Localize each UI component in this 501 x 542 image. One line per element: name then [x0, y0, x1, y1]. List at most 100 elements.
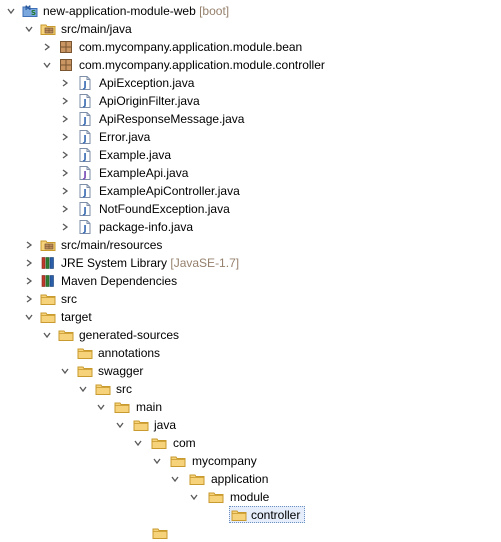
- chevron-down-icon[interactable]: [43, 61, 51, 69]
- library-icon: [40, 255, 56, 271]
- tree-item-package-bean[interactable]: com.mycompany.application.module.bean: [0, 38, 501, 56]
- java-interface-file-icon: [77, 165, 93, 181]
- tree-item-java-file[interactable]: ApiOriginFilter.java: [0, 92, 501, 110]
- chevron-down-icon[interactable]: [97, 403, 105, 411]
- jre-label: JRE System Library: [61, 256, 168, 270]
- tree-item-annotations[interactable]: annotations: [0, 344, 501, 362]
- package-icon: [58, 57, 74, 73]
- chevron-right-icon[interactable]: [25, 295, 33, 303]
- chevron-right-icon[interactable]: [61, 115, 69, 123]
- chevron-down-icon[interactable]: [190, 493, 198, 501]
- chevron-right-icon[interactable]: [61, 187, 69, 195]
- tree-item-label: ApiResponseMessage.java: [99, 112, 245, 126]
- chevron-down-icon[interactable]: [171, 475, 179, 483]
- java-file-icon: [77, 111, 93, 127]
- tree-item-java-file[interactable]: NotFoundException.java: [0, 200, 501, 218]
- chevron-right-icon[interactable]: [61, 97, 69, 105]
- chevron-right-icon[interactable]: [61, 205, 69, 213]
- chevron-right-icon[interactable]: [61, 151, 69, 159]
- tree-item-label: ApiException.java: [99, 76, 195, 90]
- folder-icon: [77, 363, 93, 379]
- tree-item-label: module: [230, 490, 270, 504]
- folder-icon: [170, 453, 186, 469]
- tree-item-java-file[interactable]: ExampleApi.java: [0, 164, 501, 182]
- tree-item-label: target: [61, 310, 92, 324]
- tree-item-swagger-src[interactable]: src: [0, 380, 501, 398]
- tree-item-java-file[interactable]: ApiResponseMessage.java: [0, 110, 501, 128]
- tree-item-label: src/main/java: [61, 22, 132, 36]
- chevron-down-icon[interactable]: [79, 385, 87, 393]
- chevron-down-icon[interactable]: [61, 367, 69, 375]
- tree-item-main[interactable]: main: [0, 398, 501, 416]
- selection-highlight: [229, 506, 305, 523]
- tree-item-com[interactable]: com: [0, 434, 501, 452]
- tree-item-label: com.mycompany.application.module.bean: [79, 40, 303, 54]
- folder-icon: [208, 489, 224, 505]
- project-decoration: [boot]: [199, 4, 230, 18]
- folder-icon: [58, 327, 74, 343]
- tree-item-label: com: [173, 436, 196, 450]
- tree-item-target[interactable]: target: [0, 308, 501, 326]
- chevron-down-icon[interactable]: [25, 313, 33, 321]
- chevron-down-icon[interactable]: [25, 25, 33, 33]
- tree-item-src-main-resources[interactable]: src/main/resources: [0, 236, 501, 254]
- java-file-icon: [77, 219, 93, 235]
- tree-item-swagger[interactable]: swagger: [0, 362, 501, 380]
- folder-icon: [231, 507, 247, 523]
- tree-item-label: swagger: [98, 364, 144, 378]
- tree-item-java-file[interactable]: ApiException.java: [0, 74, 501, 92]
- tree-item-label: com.mycompany.application.module.control…: [79, 58, 325, 72]
- chevron-down-icon[interactable]: [134, 439, 142, 447]
- tree-item-application[interactable]: application: [0, 470, 501, 488]
- source-folder-icon: [40, 237, 56, 253]
- tree-item-label: package-info.java: [99, 220, 194, 234]
- project-label: new-application-module-web: [43, 4, 196, 18]
- maven-project-icon: [22, 3, 38, 19]
- chevron-right-icon[interactable]: [25, 259, 33, 267]
- chevron-down-icon[interactable]: [43, 331, 51, 339]
- tree-item-label: NotFoundException.java: [99, 202, 230, 216]
- folder-icon: [114, 399, 130, 415]
- folder-icon: [152, 525, 168, 541]
- tree-item-java-file[interactable]: Error.java: [0, 128, 501, 146]
- chevron-right-icon[interactable]: [61, 133, 69, 141]
- tree-item-label: Example.java: [99, 148, 172, 162]
- chevron-right-icon[interactable]: [61, 79, 69, 87]
- tree-item-src-main-java[interactable]: src/main/java: [0, 20, 501, 38]
- tree-item-label: main: [136, 400, 163, 414]
- tree-item-module[interactable]: module: [0, 488, 501, 506]
- tree-item-label: ExampleApiController.java: [99, 184, 240, 198]
- tree-item-java-file[interactable]: Example.java: [0, 146, 501, 164]
- tree-item-label: src: [61, 292, 77, 306]
- tree-item-java-file[interactable]: ExampleApiController.java: [0, 182, 501, 200]
- chevron-right-icon[interactable]: [43, 43, 51, 51]
- java-file-icon: [77, 147, 93, 163]
- tree-item-jre-library[interactable]: JRE System Library [JavaSE-1.7]: [0, 254, 501, 272]
- tree-item-package-controller[interactable]: com.mycompany.application.module.control…: [0, 56, 501, 74]
- tree-item-label: annotations: [98, 346, 161, 360]
- tree-item-label: generated-sources: [79, 328, 180, 342]
- tree-item-maven-dependencies[interactable]: Maven Dependencies: [0, 272, 501, 290]
- tree-item-java[interactable]: java: [0, 416, 501, 434]
- chevron-down-icon[interactable]: [7, 7, 15, 15]
- chevron-right-icon[interactable]: [25, 241, 33, 249]
- tree-item-controller-selected[interactable]: controller: [0, 506, 501, 524]
- java-file-icon: [77, 129, 93, 145]
- chevron-down-icon[interactable]: [153, 457, 161, 465]
- tree-item-src[interactable]: src: [0, 290, 501, 308]
- chevron-down-icon[interactable]: [116, 421, 124, 429]
- tree-item-partial[interactable]: [0, 524, 501, 542]
- chevron-right-icon[interactable]: [61, 169, 69, 177]
- tree-item-generated-sources[interactable]: generated-sources: [0, 326, 501, 344]
- chevron-right-icon[interactable]: [61, 223, 69, 231]
- chevron-right-icon[interactable]: [25, 277, 33, 285]
- tree-item-label: controller: [251, 508, 301, 522]
- java-file-icon: [77, 201, 93, 217]
- tree-item-project[interactable]: new-application-module-web [boot]: [0, 2, 501, 20]
- tree-item-label: Maven Dependencies: [61, 274, 178, 288]
- folder-icon: [151, 435, 167, 451]
- tree-item-label: mycompany: [192, 454, 257, 468]
- folder-icon: [95, 381, 111, 397]
- tree-item-java-file[interactable]: package-info.java: [0, 218, 501, 236]
- tree-item-mycompany[interactable]: mycompany: [0, 452, 501, 470]
